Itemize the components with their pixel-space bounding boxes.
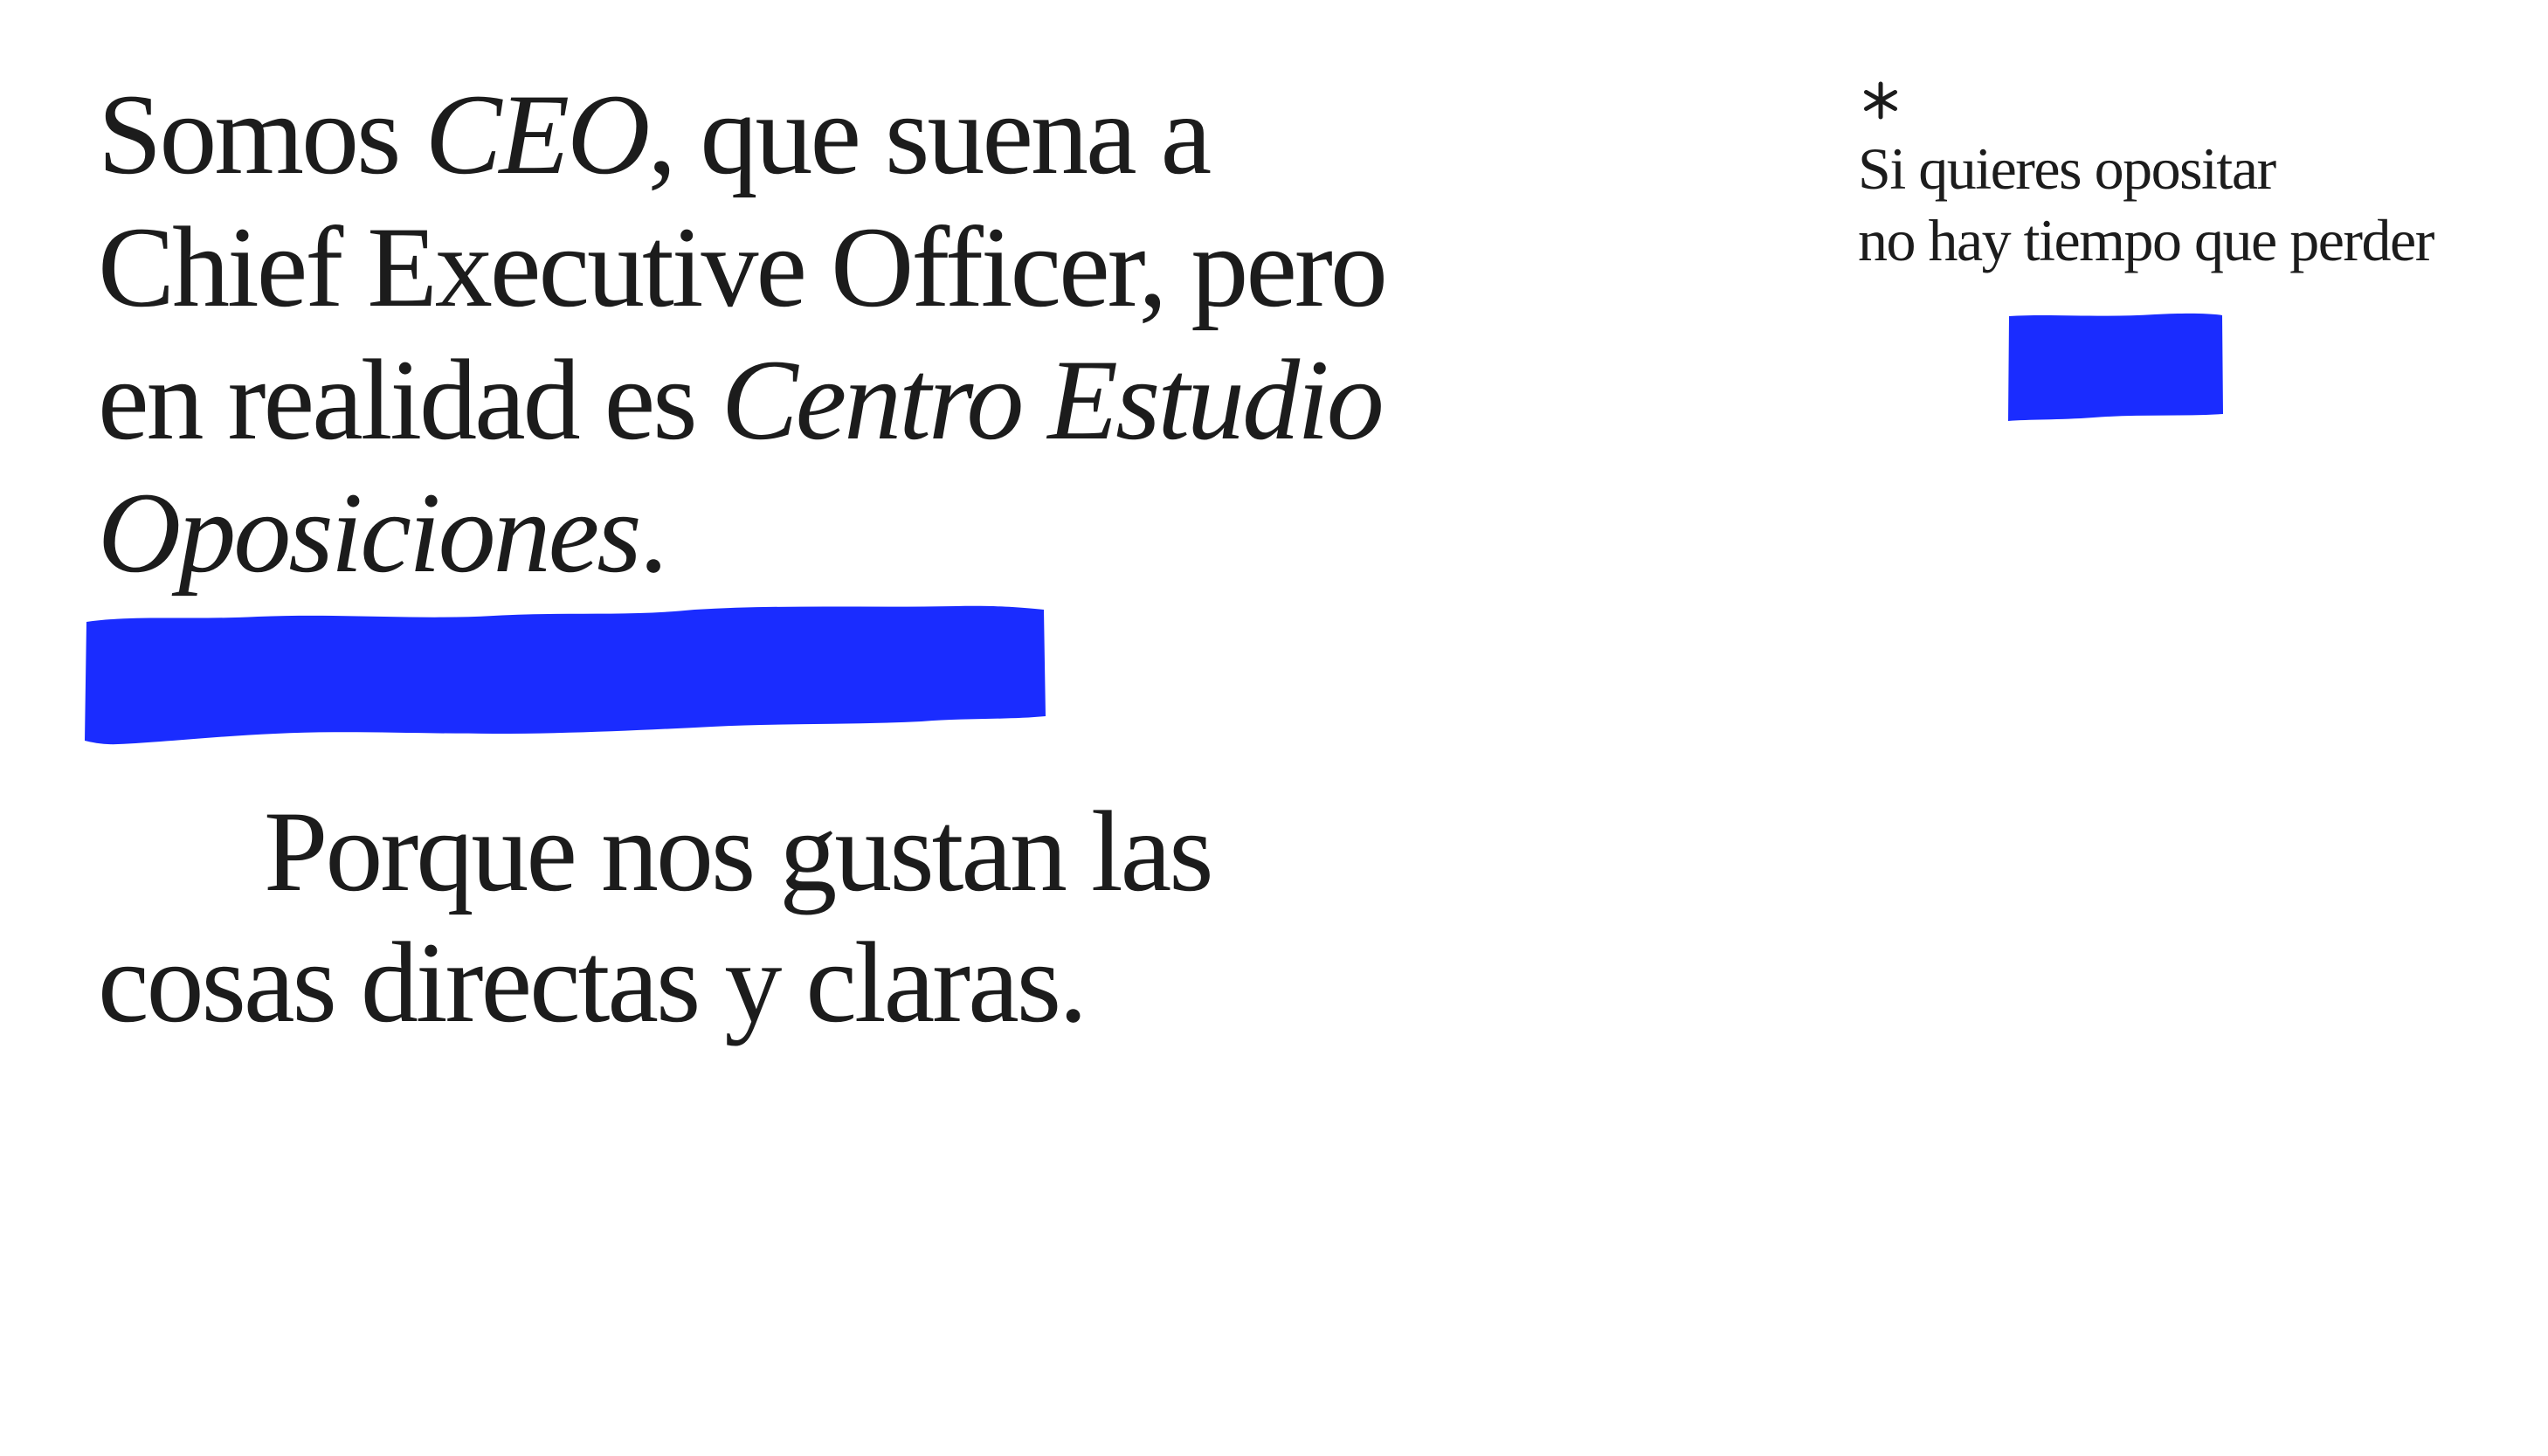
statement-text: Porque nos gustan las cosas directas y c… [98, 787, 1214, 1046]
blue-brush-stroke-short [2008, 313, 2223, 421]
blue-brush-stroke-long [85, 605, 1046, 745]
headline-part-2: , que suena a Chief Executive Officer, p… [98, 70, 1388, 464]
aside-line-1: Si quieres opositar [1858, 135, 2276, 202]
headline-part-1: Somos [98, 70, 425, 198]
headline: Somos CEO, que suena a Chief Executive O… [98, 68, 1408, 599]
aside-block: Si quieres opositar no hay tiempo que pe… [1858, 80, 2469, 276]
headline-ceo-italic: CEO [425, 70, 650, 198]
aside-line-2: no hay tiempo que perder [1858, 207, 2434, 273]
headline-part-3: . [639, 468, 668, 597]
headline-centro-estudio-italic: Centro Estudio Oposiciones [98, 335, 1384, 597]
asterisk-icon [1864, 81, 1897, 120]
aside-text: Si quieres opositar no hay tiempo que pe… [1858, 133, 2469, 276]
main-block: Somos CEO, que suena a Chief Executive O… [98, 68, 1408, 599]
